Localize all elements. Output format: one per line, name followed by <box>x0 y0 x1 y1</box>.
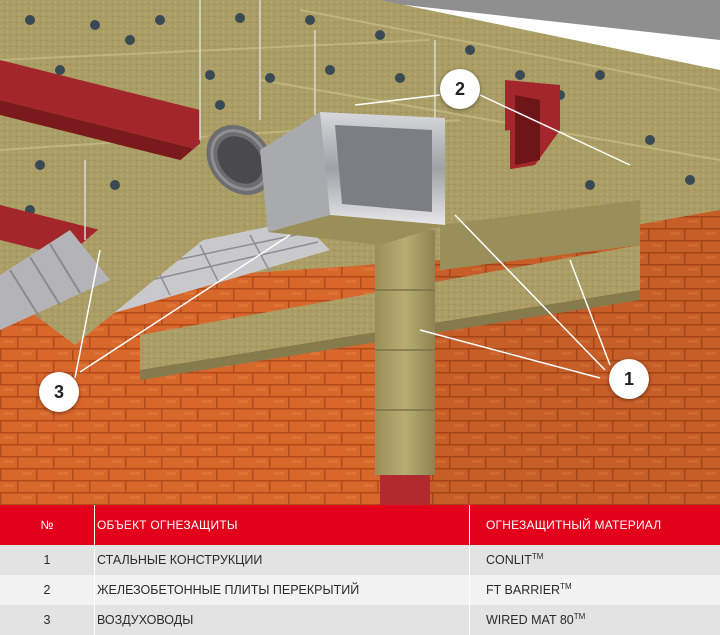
legend-table: № ОБЪЕКТ ОГНЕЗАЩИТЫ ОГНЕЗАЩИТНЫЙ МАТЕРИА… <box>0 505 720 635</box>
callout-1: 1 <box>609 359 649 399</box>
row-num: 3 <box>0 605 95 635</box>
callout-2: 2 <box>440 69 480 109</box>
header-num: № <box>0 505 95 545</box>
row-num: 2 <box>0 575 95 605</box>
steel-beam-left <box>0 60 200 150</box>
header-object: ОБЪЕКТ ОГНЕЗАЩИТЫ <box>94 505 470 545</box>
row-material: FT BARRIERTM <box>469 575 720 605</box>
table-row: 3 ВОЗДУХОВОДЫ WIRED MAT 80TM <box>0 605 720 635</box>
row-material: WIRED MAT 80TM <box>469 605 720 635</box>
callout-3: 3 <box>39 372 79 412</box>
brick-wall-right <box>430 190 720 505</box>
legend-header-row: № ОБЪЕКТ ОГНЕЗАЩИТЫ ОГНЕЗАЩИТНЫЙ МАТЕРИА… <box>0 505 720 545</box>
leader-lines <box>74 94 631 379</box>
rect-duct-side <box>260 112 330 232</box>
steel-column-base <box>380 475 430 505</box>
foil-duct <box>0 230 110 330</box>
installation-diagram <box>0 0 720 505</box>
insulated-beam-back <box>430 130 510 235</box>
row-material: CONLITTM <box>469 545 720 575</box>
table-row: 2 ЖЕЛЕЗОБЕТОННЫЕ ПЛИТЫ ПЕРЕКРЫТИЙ FT BAR… <box>0 575 720 605</box>
insulated-column <box>375 230 435 475</box>
illustration <box>0 0 720 505</box>
row-num: 1 <box>0 545 95 575</box>
table-row: 1 СТАЛЬНЫЕ КОНСТРУКЦИИ CONLITTM <box>0 545 720 575</box>
rect-duct-insulation <box>268 215 445 245</box>
slab-edge <box>360 0 720 40</box>
row-object: ВОЗДУХОВОДЫ <box>94 605 470 635</box>
row-object: СТАЛЬНЫЕ КОНСТРУКЦИИ <box>94 545 470 575</box>
row-object: ЖЕЛЕЗОБЕТОННЫЕ ПЛИТЫ ПЕРЕКРЫТИЙ <box>94 575 470 605</box>
header-material: ОГНЕЗАЩИТНЫЙ МАТЕРИАЛ <box>469 505 720 545</box>
